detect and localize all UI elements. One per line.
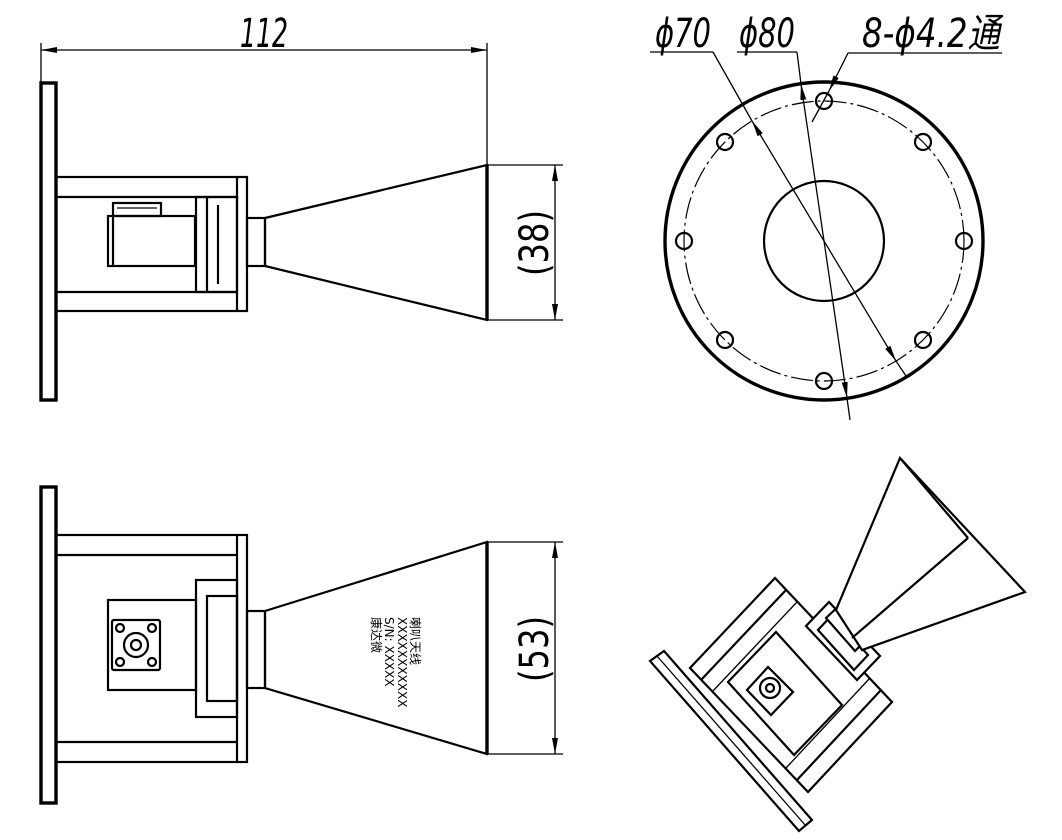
coax-connector-square-flange — [110, 618, 162, 672]
coax-connector-cap — [111, 201, 163, 218]
bottom-side-view: 喇叭天线 XXXXXXXXXXX S/N: XXXXX 康达微 (53) — [39, 485, 563, 805]
dimension-line — [800, 83, 848, 399]
aperture-height-value: (38) — [512, 210, 558, 276]
nameplate-line: XXXXXXXXXXX — [395, 617, 409, 707]
mounting-holes-value: 8-ϕ4.2通 — [862, 11, 1004, 57]
aperture-width-dimension: (53) — [487, 541, 563, 755]
aperture-width-value: (53) — [512, 616, 558, 682]
leader-line — [828, 52, 849, 92]
iso-horn-aperture-edge — [899, 457, 969, 539]
leader-tail — [895, 360, 907, 377]
connector-screw-hole — [114, 656, 126, 668]
overall-length-dimension: 112 — [40, 11, 488, 165]
bolt-circle-value: ϕ70 — [655, 11, 711, 57]
outer-diameter-value: ϕ80 — [739, 11, 795, 57]
leader-line — [796, 51, 802, 85]
iso-horn-inner-edge — [851, 537, 969, 639]
iso-housing-rail — [711, 601, 798, 693]
leader-line — [712, 51, 753, 122]
nameplate-line: 康达微 — [369, 617, 384, 653]
mounting-hole — [913, 132, 933, 152]
mounting-holes-callout: 8-ϕ4.2通 — [811, 11, 1004, 123]
connector-screw-hole — [146, 622, 158, 634]
iso-housing-rail — [796, 689, 882, 781]
mounting-hole — [913, 330, 933, 350]
nameplate-line: 喇叭天线 — [408, 617, 423, 665]
front-view: ϕ70 ϕ80 8-ϕ4.2通 — [650, 11, 1004, 421]
iso-connector-socket — [758, 676, 782, 700]
nameplate: 喇叭天线 XXXXXXXXXXX S/N: XXXXX 康达微 — [369, 617, 423, 707]
connector-screw-hole — [146, 656, 158, 668]
mounting-hole — [715, 132, 735, 152]
iso-connector-bay — [726, 630, 844, 757]
mounting-hole — [954, 231, 974, 251]
iso-housing-rail — [785, 677, 871, 769]
iso-plate-edge — [656, 655, 807, 827]
connector-screw-hole — [114, 622, 126, 634]
iso-housing-rail — [700, 589, 787, 681]
leader-tail — [846, 397, 851, 421]
coax-connector-body — [106, 598, 198, 692]
mounting-hole — [674, 231, 694, 251]
isometric-view — [648, 456, 1027, 833]
connector-socket — [122, 631, 150, 659]
flange-outer-circle — [663, 80, 985, 402]
aperture-height-dimension: (38) — [487, 164, 563, 321]
connector-pin — [129, 638, 143, 652]
waveguide-flange-step — [205, 594, 239, 703]
iso-housing-body — [688, 576, 894, 794]
outer-diameter-dimension: ϕ80 — [737, 11, 851, 421]
nameplate-line: S/N: XXXXX — [382, 617, 396, 687]
top-side-view: 112 (38) — [39, 11, 563, 402]
mounting-hole — [715, 330, 735, 350]
iso-connector-pin — [764, 682, 776, 694]
leader-tail — [811, 90, 830, 123]
overall-length-value: 112 — [240, 11, 288, 57]
